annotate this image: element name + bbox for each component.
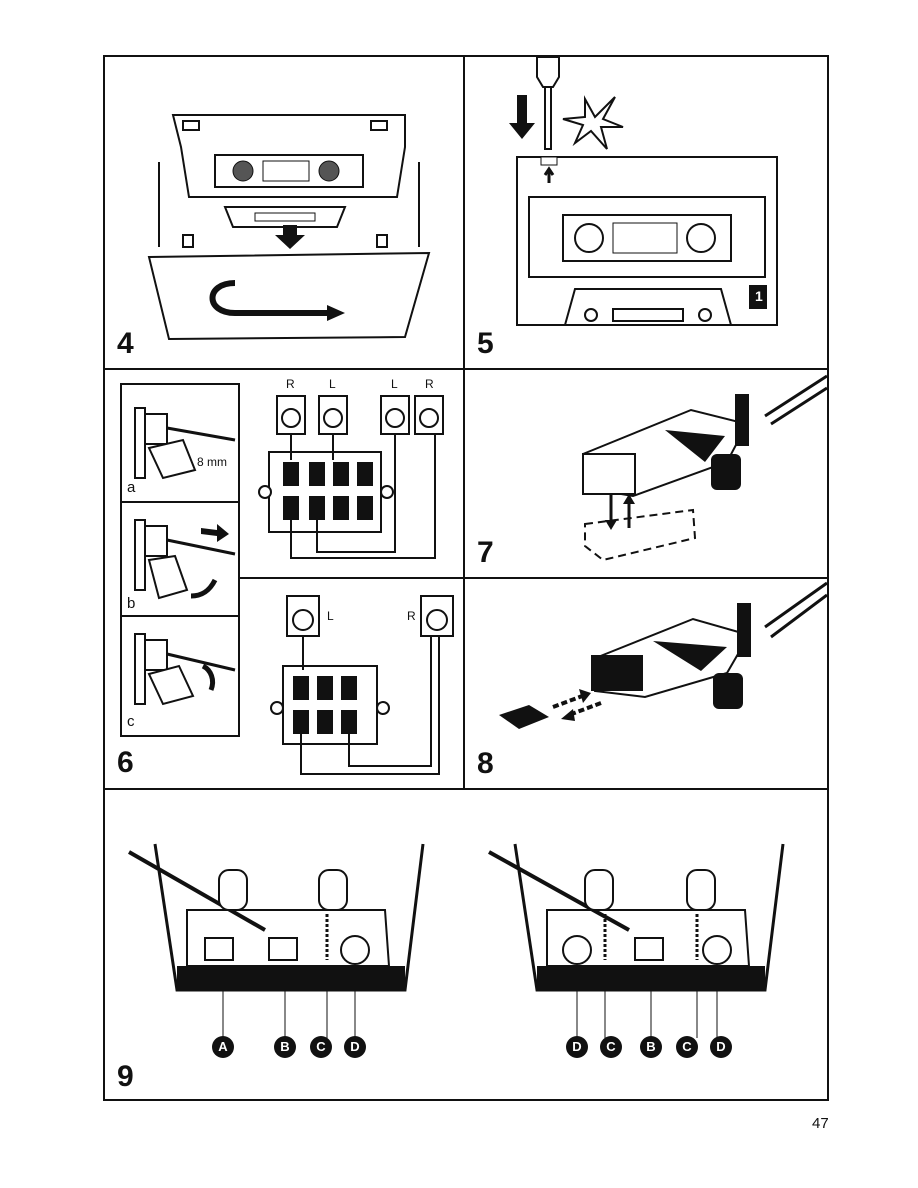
step-label-c: c (127, 714, 135, 729)
callout-b: B (640, 1036, 662, 1058)
callout-c: C (600, 1036, 622, 1058)
callout-b: B (274, 1036, 296, 1058)
panel-number: 9 (117, 1062, 134, 1092)
step-label-a: a (127, 480, 135, 495)
panel-8: 8 (465, 579, 827, 788)
speaker-label-r2: R (425, 378, 434, 390)
panel-5: 1 5 (465, 57, 827, 368)
speaker-label-l1: L (329, 378, 336, 390)
panel-4: 4 (105, 57, 463, 368)
speaker-wiring-illustration (105, 370, 463, 788)
callout-c: C (310, 1036, 332, 1058)
panel-6: a b c 8 mm R L L R L R 6 (105, 370, 463, 788)
speaker-label-l-bottom: L (327, 610, 334, 622)
panel-number: 8 (477, 749, 494, 779)
speaker-label-r1: R (286, 378, 295, 390)
panel-number: 5 (477, 329, 494, 359)
panel-number: 4 (117, 329, 134, 359)
panel-7: 7 (465, 370, 827, 577)
page-number: 47 (812, 1115, 829, 1132)
callout-d: D (710, 1036, 732, 1058)
speaker-label-r-bottom: R (407, 610, 416, 622)
stylus-replace-illustration (465, 579, 827, 788)
slot-label: 1 (755, 290, 763, 302)
panel-number: 7 (477, 538, 494, 568)
callout-d: D (344, 1036, 366, 1058)
speaker-label-l2: L (391, 378, 398, 390)
cassette-insert-illustration (105, 57, 463, 368)
step-label-b: b (127, 596, 135, 611)
callout-c: C (676, 1036, 698, 1058)
cartridge-replace-illustration (465, 370, 827, 577)
cassette-tab-break-illustration (465, 57, 827, 368)
panel-number: 6 (117, 748, 134, 778)
strip-length-label: 8 mm (197, 456, 227, 468)
callout-d: D (566, 1036, 588, 1058)
panel-9: A B C D D C B C D 9 (105, 790, 827, 1099)
callout-a: A (212, 1036, 234, 1058)
